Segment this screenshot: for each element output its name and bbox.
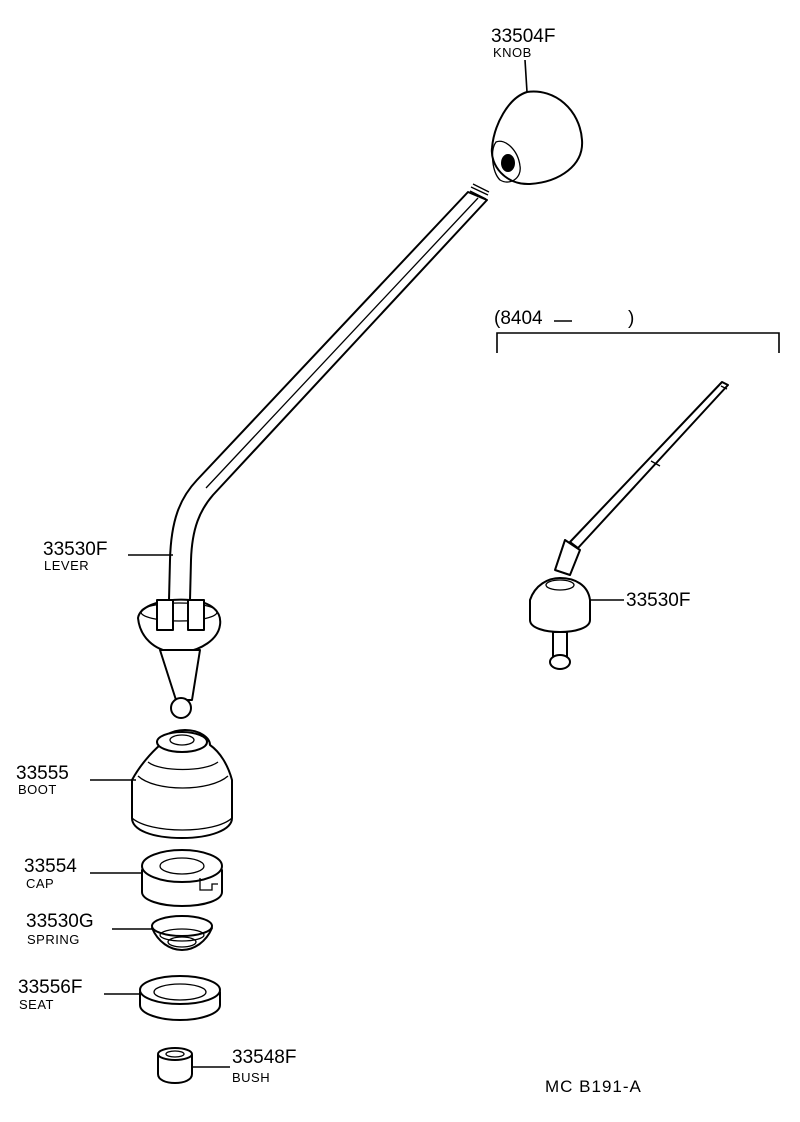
cap-part-name: CAP bbox=[26, 876, 55, 891]
cap-part-number: 33554 bbox=[24, 856, 77, 877]
seat-part bbox=[139, 975, 221, 1021]
spring-part bbox=[151, 915, 213, 951]
bush-part-name: BUSH bbox=[232, 1070, 271, 1085]
boot-part-number: 33555 bbox=[16, 763, 69, 784]
variant-lever-part bbox=[529, 381, 729, 670]
seat-part-name: SEAT bbox=[19, 997, 54, 1012]
lever-part-number: 33530F bbox=[43, 539, 108, 560]
lever-part bbox=[137, 183, 490, 719]
lever-part-name: LEVER bbox=[44, 558, 90, 573]
bush-part bbox=[157, 1047, 193, 1084]
variant-date-range-end: ) bbox=[628, 308, 635, 329]
seat-part-number: 33556F bbox=[18, 977, 83, 998]
knob-leader bbox=[524, 59, 528, 93]
variant-bracket bbox=[496, 332, 780, 353]
spring-part-number: 33530G bbox=[26, 911, 94, 932]
variant-date-range: (8404 bbox=[494, 308, 543, 329]
bush-part-number: 33548F bbox=[232, 1047, 297, 1068]
diagram-code: MC B191-A bbox=[545, 1077, 642, 1096]
variant-lever-part-number: 33530F bbox=[626, 590, 691, 611]
cap-part bbox=[141, 849, 223, 907]
boot-part bbox=[131, 729, 233, 839]
spring-part-name: SPRING bbox=[27, 932, 80, 947]
knob-part-number: 33504F bbox=[491, 26, 556, 47]
knob-part-name: KNOB bbox=[493, 45, 532, 60]
knob-part bbox=[490, 90, 584, 186]
boot-part-name: BOOT bbox=[18, 782, 57, 797]
